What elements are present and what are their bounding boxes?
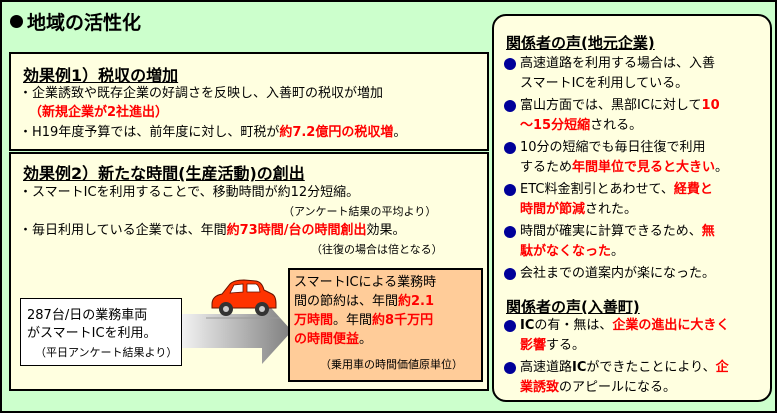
bullet-icon: [504, 362, 516, 374]
town-voice-2-ic: IC: [572, 360, 587, 375]
town-voice-1-text: の有・無は、: [534, 318, 613, 333]
effect-example-1-heading: 効果例1）税収の増加: [23, 66, 179, 85]
town-voice-1-highlight-cont: 影響: [520, 338, 547, 353]
town-voice-1-highlight: 企業の進出に大きく: [612, 318, 730, 333]
local-voice-4-end: された。: [585, 202, 638, 217]
ex1-line-3-end: 。: [393, 125, 407, 140]
bullet-icon: [504, 268, 516, 280]
town-voice-2-highlight: 企: [715, 360, 729, 375]
page-title: 地域の活性化: [10, 8, 141, 35]
bullet-icon: [504, 320, 516, 332]
savings-line-4-end: 。: [359, 332, 373, 347]
list-item: 富山方面では、黒部ICに対して10 ～15分短縮される。: [504, 96, 766, 136]
ex2-line-2: ・毎日利用している企業では、年間約73時間/台の時間創出効果。: [19, 222, 405, 240]
bullet-icon: [504, 100, 516, 112]
ex1-line-3-text: ・H19年度予算では、前年度に対し、町税が: [19, 125, 280, 140]
local-voice-5-highlight-cont: 駄がなくなった: [520, 244, 612, 259]
town-voice-1-line-2: 影響する。: [504, 336, 766, 356]
voices-town-heading: 関係者の声(入善町): [506, 298, 640, 316]
town-voice-2-highlight-cont: 業誘致: [520, 380, 560, 395]
stat-line-1: 287台/日の業務車両: [27, 308, 148, 323]
time-savings-box: スマートICによる業務時 間の節約は、年間約2.1 万時間。年間約8千万円 の時…: [288, 268, 483, 382]
bullet-icon: [504, 58, 516, 70]
ex2-line-2-end: 効果。: [366, 223, 406, 238]
business-vehicle-stat-box: 287台/日の業務車両 がスマートICを利用。 （平日アンケート結果より）: [20, 298, 182, 366]
savings-note: （乗用車の時間価値原単位）: [320, 358, 463, 371]
ex2-line-2-text: ・毎日利用している企業では、年間: [19, 223, 227, 238]
savings-line-4: の時間便益。: [294, 331, 372, 349]
savings-hours-unit: 万時間: [294, 313, 334, 328]
stakeholder-voices-panel: 関係者の声(地元企業) 高速道路を利用する場合は、入善 スマートICを利用してい…: [492, 14, 772, 402]
ex2-line-2-note: （往復の場合は倍となる）: [311, 243, 443, 256]
list-item: ICの有・無は、企業の進出に大きく 影響する。: [504, 316, 766, 356]
local-voice-2-line-1: 富山方面では、黒部ICに対して10: [504, 96, 766, 116]
local-voice-2-text: 富山方面では、黒部ICに対して: [520, 98, 702, 113]
ex1-line-3: ・H19年度予算では、前年度に対し、町税が約7.2億円の税収増。: [19, 124, 406, 142]
car-icon: [206, 279, 280, 319]
bullet-icon: [504, 184, 516, 196]
ex2-line-1-note: （アンケート結果の平均より）: [283, 205, 437, 218]
local-voice-2-highlight-cont: ～15分短縮: [520, 118, 591, 133]
savings-hours-value: 約2.1: [398, 294, 435, 309]
list-item: 会社までの道案内が楽になった。: [504, 264, 766, 284]
savings-line-3-text: 。年間: [333, 313, 373, 328]
town-voice-2-text: 高速道路: [520, 360, 573, 375]
stat-line-2: がスマートICを利用。: [27, 326, 157, 341]
voices-local-heading: 関係者の声(地元企業): [506, 34, 655, 52]
savings-yen-value: 約8千万円: [372, 313, 434, 328]
list-item: 高速道路を利用する場合は、入善 スマートICを利用している。: [504, 54, 766, 94]
town-voice-2-line-1: 高速道路ICができたことにより、企: [504, 358, 766, 378]
town-voice-1-end: する。: [546, 338, 586, 353]
local-voice-2-highlight: 10: [701, 98, 720, 113]
local-voice-3-line-1: 10分の短縮でも毎日往復で利用: [520, 140, 706, 155]
local-voice-5-highlight: 無: [701, 224, 715, 239]
local-voice-5-end: 。: [611, 244, 625, 259]
local-voice-1-line-1: 高速道路を利用する場合は、入善: [520, 56, 716, 71]
effect-example-2-heading: 効果例2）新たな時間(生産活動)の創出: [23, 164, 305, 183]
list-item: 10分の短縮でも毎日往復で利用 するため年間単位で見ると大きい。: [504, 138, 766, 178]
town-voice-2-line-2: 業誘致のアピールになる。: [504, 378, 766, 398]
local-voice-4-highlight-cont: 時間が節減: [520, 202, 586, 217]
local-voice-3-line-2: するため年間単位で見ると大きい。: [504, 158, 766, 178]
list-item: 高速道路ICができたことにより、企 業誘致のアピールになる。: [504, 358, 766, 398]
bullet-icon: [504, 226, 516, 238]
local-voice-4-line-1: ETC料金割引とあわせて、経費と: [504, 180, 766, 200]
bullet-icon: [504, 142, 516, 154]
ex1-line-1: ・企業誘致や既存企業の好調さを反映し、入善町の税収が増加: [19, 86, 384, 101]
town-voice-2-end: のアピールになる。: [559, 380, 677, 395]
list-item: 時間が確実に計算できるため、無 駄がなくなった。: [504, 222, 766, 262]
local-voice-4-highlight: 経費と: [673, 182, 713, 197]
ex1-tax-increase: 約7.2億円の税収増: [279, 125, 394, 140]
savings-line-1: スマートICによる業務時: [294, 275, 437, 290]
local-voice-5-line-2: 駄がなくなった。: [504, 242, 766, 262]
savings-line-2: 間の節約は、年間約2.1: [294, 293, 434, 311]
local-voice-3-highlight: 年間単位で見ると大きい: [572, 160, 716, 175]
local-voice-4-text: ETC料金割引とあわせて、: [520, 182, 674, 197]
local-voice-3-end: 。: [715, 160, 729, 175]
town-voice-2-text-cont: ができたことにより、: [586, 360, 716, 375]
stat-note: （平日アンケート結果より）: [35, 346, 178, 359]
ex2-line-1: ・スマートICを利用することで、移動時間が約12分短縮。: [19, 185, 360, 200]
local-voice-6-line-1: 会社までの道案内が楽になった。: [520, 266, 716, 281]
town-voice-1-ic: IC: [520, 318, 535, 333]
list-item: ETC料金割引とあわせて、経費と 時間が節減された。: [504, 180, 766, 220]
savings-line-2-text: 間の節約は、年間: [294, 294, 399, 309]
local-voice-2-end: される。: [590, 118, 643, 133]
local-voice-4-line-2: 時間が節減された。: [504, 200, 766, 220]
page-title-text: 地域の活性化: [27, 12, 142, 34]
savings-time-benefit: の時間便益: [294, 332, 360, 347]
bullet-dot-icon: [10, 15, 23, 28]
local-voice-5-line-1: 時間が確実に計算できるため、無: [504, 222, 766, 242]
local-voice-1-line-2: スマートICを利用している。: [520, 76, 689, 91]
savings-line-3: 万時間。年間約8千万円: [294, 312, 433, 330]
town-voice-1-line-1: ICの有・無は、企業の進出に大きく: [504, 316, 766, 336]
local-voice-2-line-2: ～15分短縮される。: [504, 116, 766, 136]
effect-example-1-box: 効果例1）税収の増加 ・企業誘致や既存企業の好調さを反映し、入善町の税収が増加 …: [9, 52, 489, 151]
ex1-new-companies: （新規企業が2社進出）: [29, 105, 169, 120]
ex2-time-creation: 約73時間/台の時間創出: [226, 223, 367, 238]
local-voice-5-text: 時間が確実に計算できるため、: [520, 224, 702, 239]
local-voice-3-text: するため: [520, 160, 573, 175]
